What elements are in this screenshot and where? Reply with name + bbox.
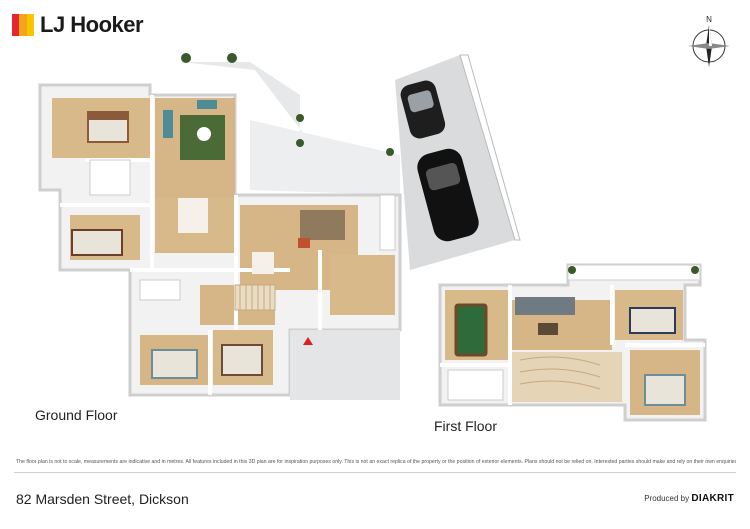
courtyard-area [181, 53, 400, 195]
compass-north-label: N [706, 15, 712, 24]
first-floor-plan [438, 263, 707, 422]
ground-floor-label: Ground Floor [35, 407, 118, 423]
disclaimer-text: The floor plan is not to scale, measurem… [16, 459, 736, 465]
brand-logo-mark [12, 14, 34, 36]
produced-by-prefix: Produced by [644, 494, 690, 503]
property-address: 82 Marsden Street, Dickson [16, 491, 189, 507]
compass-icon: N [688, 15, 730, 67]
brand-logo: LJ Hooker [12, 12, 144, 38]
floor-plan-drawing [38, 53, 707, 422]
first-floor-label: First Floor [434, 418, 497, 434]
ground-floor-plan [38, 83, 402, 400]
brand-name: LJ Hooker [40, 12, 144, 37]
footer-divider [14, 472, 736, 473]
dining-table [178, 198, 208, 233]
driveway-garage [395, 54, 521, 270]
produced-by: Produced by DIAKRIT [644, 493, 734, 504]
producer-brand: DIAKRIT [691, 493, 734, 504]
pool-table [454, 303, 488, 357]
